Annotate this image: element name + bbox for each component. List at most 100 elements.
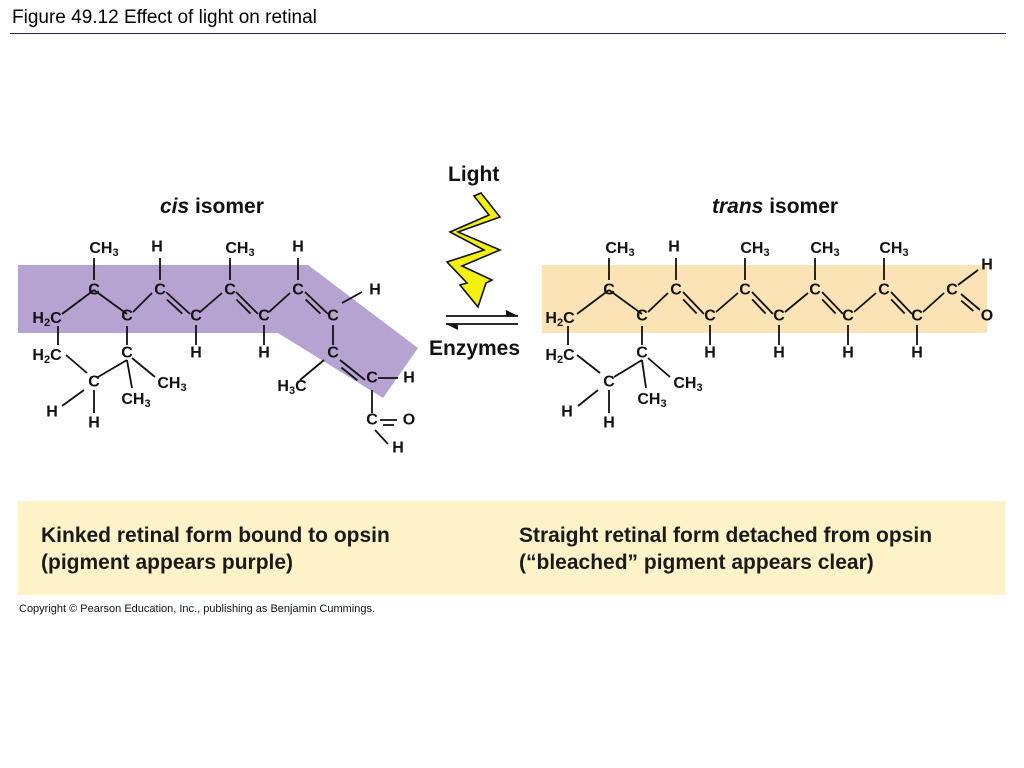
bond (235, 291, 259, 315)
bond (61, 389, 85, 407)
retinal-isomer-diagram: cis isomer trans isomer Light Enzymes CH… (18, 163, 993, 457)
methylene-group: H2C (32, 310, 62, 330)
carbon-atom: C (946, 282, 958, 299)
carbon-atom: C (258, 308, 270, 325)
bond (641, 359, 647, 389)
trans-heading: trans isomer (712, 195, 838, 218)
methylene-group: H2C (32, 347, 62, 367)
bond (305, 298, 322, 315)
carbon-atom: C (739, 282, 751, 299)
hydrogen-atom: H (190, 345, 202, 362)
bond (957, 269, 979, 286)
bond (576, 354, 601, 374)
hydrogen-atom: H (369, 282, 381, 299)
carbon-atom: C (842, 308, 854, 325)
carbon-atom: C (603, 282, 615, 299)
caption-band (18, 501, 1005, 595)
cis-opsin-band (18, 265, 418, 398)
hydrogen-atom: H (704, 345, 716, 362)
carbon-atom: C (366, 370, 378, 387)
oxygen-atom: O (981, 308, 993, 325)
bond (853, 292, 877, 313)
equilibrium-arrows-icon (446, 310, 518, 330)
bond (715, 292, 739, 313)
trans-caption-line-1: Straight retinal form detached from opsi… (519, 524, 933, 547)
carbon-atom: C (878, 282, 890, 299)
carbon-atom: C (88, 282, 100, 299)
bond (821, 291, 844, 315)
bond (613, 359, 643, 378)
bond (577, 389, 599, 407)
methyl-group: CH3 (121, 391, 150, 411)
bond (166, 298, 183, 315)
bond (821, 298, 837, 315)
methyl-group: CH3 (673, 375, 702, 395)
carbon-atom: C (327, 345, 339, 362)
cis-heading: cis isomer (160, 195, 264, 218)
carbon-atom: C (224, 282, 236, 299)
trans-caption-line-2: (“bleached” pigment appears clear) (519, 551, 874, 574)
bond (339, 359, 366, 381)
bond (304, 291, 329, 315)
carbon-atom: C (773, 308, 785, 325)
bond (132, 292, 153, 313)
title-divider (10, 33, 1006, 34)
bond (890, 291, 913, 315)
hydrogen-atom: H (668, 239, 680, 256)
carbon-atom: C (292, 282, 304, 299)
carbon-atom: C (366, 412, 378, 429)
hydrogen-atom: H (911, 345, 923, 362)
hydrogen-atom: H (773, 345, 785, 362)
hydrogen-atom: H (88, 415, 100, 432)
carbon-atom: C (636, 345, 648, 362)
bond (608, 289, 643, 315)
hydrogen-atom: H (561, 404, 573, 421)
methyl-group: CH3 (157, 375, 186, 395)
carbon-atom: C (704, 308, 716, 325)
hydrogen-atom: H (151, 239, 163, 256)
bond-lines (57, 258, 981, 445)
hydrogen-atom: H (842, 345, 854, 362)
bond (890, 298, 906, 315)
trans-band (542, 265, 987, 333)
carbon-atom: C (190, 308, 202, 325)
hydrogen-atom: H (403, 370, 415, 387)
hydrogen-atom: H (258, 345, 270, 362)
methyl-group: CH3 (637, 391, 666, 411)
trans-caption: Straight retinal form detached from opsi… (519, 522, 932, 576)
bond (960, 300, 974, 312)
bond (647, 292, 669, 313)
hydrogen-atom: H (46, 404, 58, 421)
bond (299, 359, 325, 381)
bond (341, 291, 363, 304)
enzymes-label: Enzymes (429, 337, 520, 360)
bond (61, 289, 95, 315)
bond (165, 291, 191, 315)
bond (682, 298, 698, 315)
methyl-group: CH3 (740, 240, 769, 260)
bond (374, 429, 389, 445)
bond (682, 291, 705, 315)
light-label: Light (448, 163, 499, 186)
bond (131, 357, 156, 378)
bond (199, 292, 223, 313)
bond (340, 366, 358, 382)
carbon-atom: C (88, 374, 100, 391)
bond (97, 359, 128, 378)
carbon-atom: C (636, 308, 648, 325)
methyl-group: CH3 (879, 240, 908, 260)
carbon-atom: C (911, 308, 923, 325)
bond (65, 354, 88, 374)
bond (922, 292, 945, 313)
bond (751, 298, 767, 315)
carbon-atom: C (327, 308, 339, 325)
slide-title: Figure 49.12 Effect of light on retinal (12, 7, 317, 28)
carbon-atom: C (809, 282, 821, 299)
hydrogen-atom: H (981, 257, 993, 274)
copyright-notice: Copyright © Pearson Education, Inc., pub… (19, 603, 376, 615)
oxygen-atom: O (403, 412, 415, 429)
bond (960, 293, 981, 311)
carbon-atom: C (121, 345, 133, 362)
carbon-atom: C (603, 374, 615, 391)
